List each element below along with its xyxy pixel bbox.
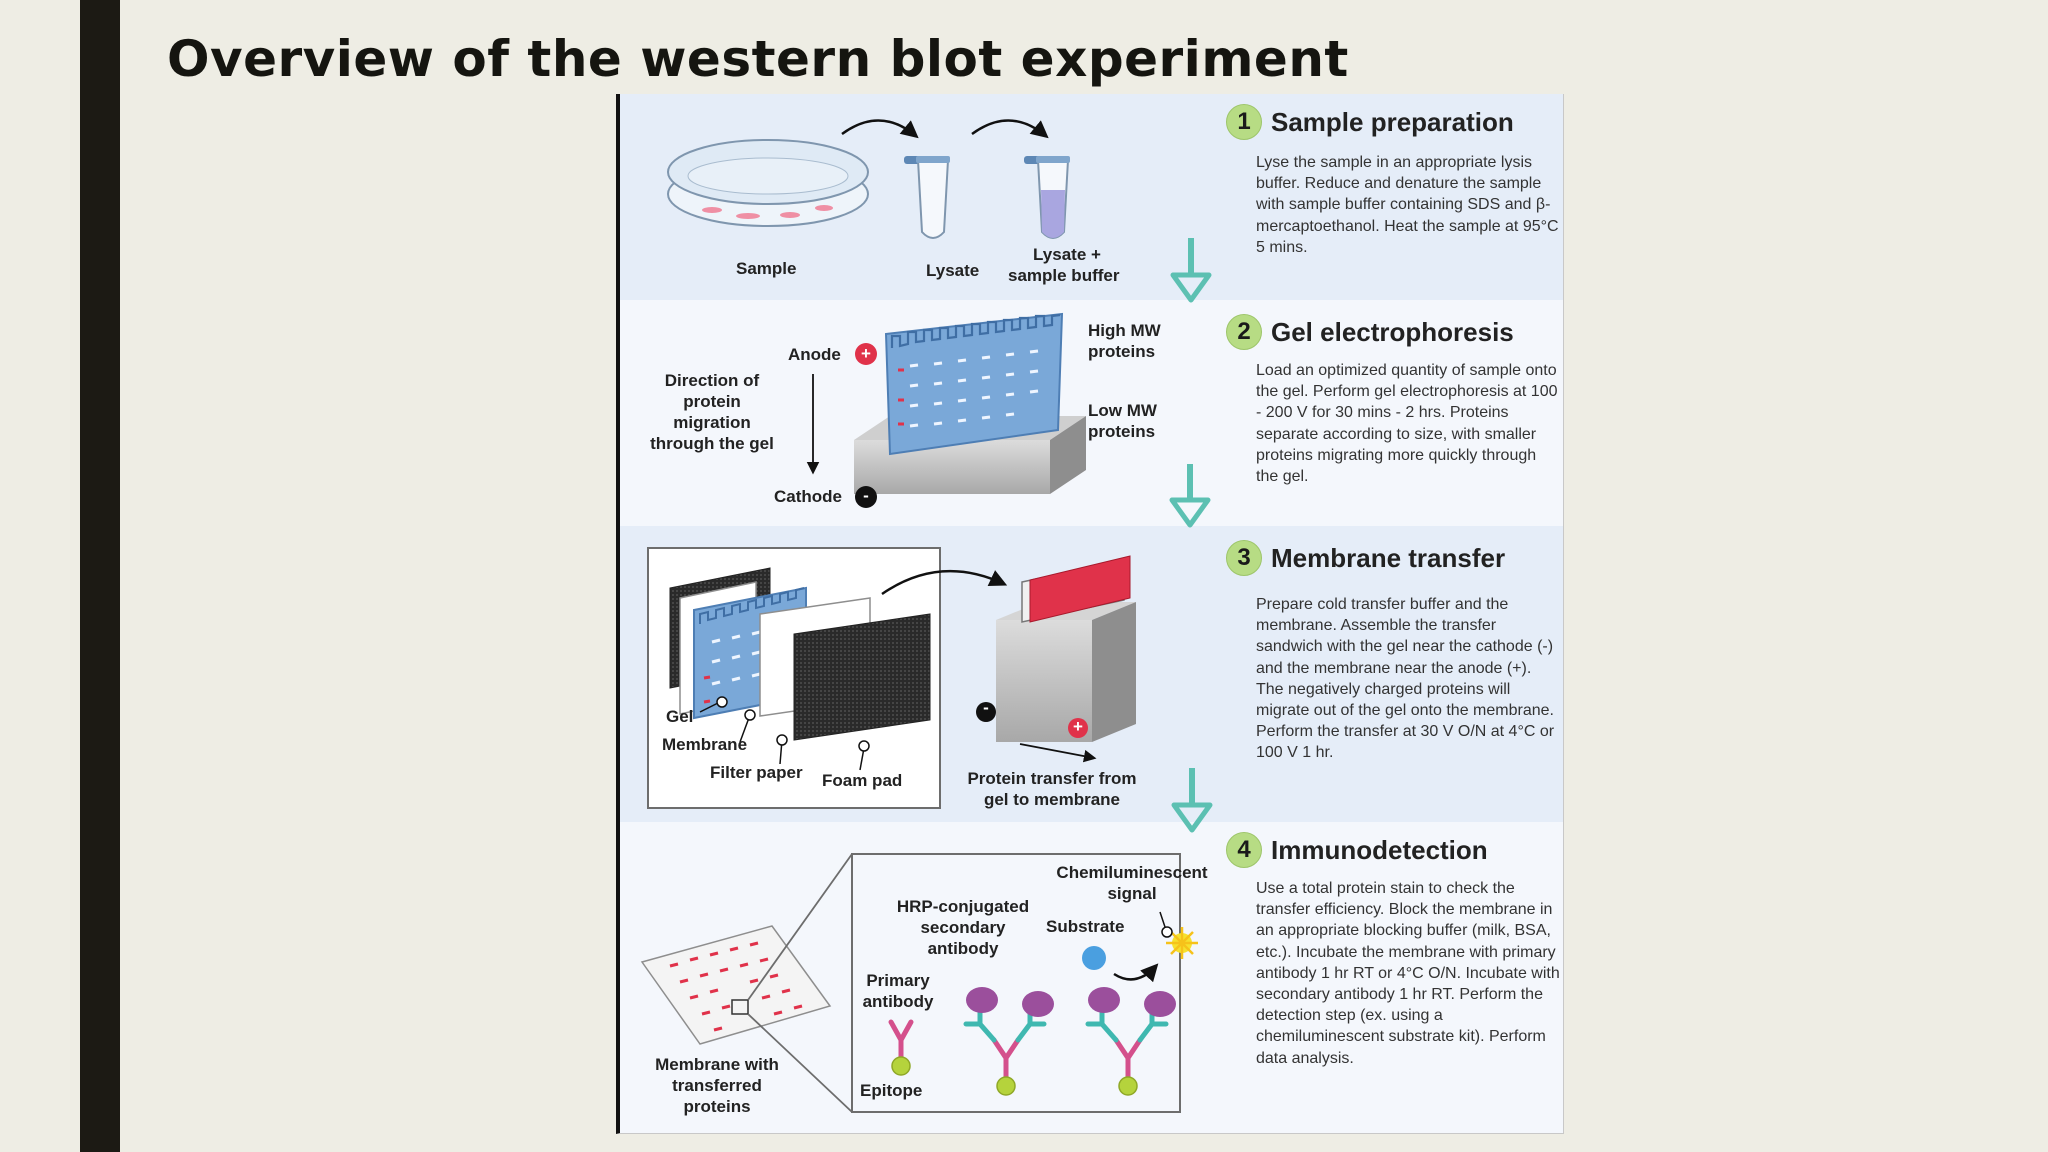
substrate-icon <box>1082 946 1106 970</box>
step-3-title: Membrane transfer <box>1271 542 1506 573</box>
label-cathode: Cathode <box>774 487 842 506</box>
label-lysate-buffer-line1: Lysate + <box>1033 245 1101 264</box>
transfer-anode-icon <box>1068 718 1088 738</box>
label-hrp-line3: antibody <box>927 939 999 958</box>
petri-dish <box>667 139 869 227</box>
primary-antibody-single <box>888 1019 914 1076</box>
cathode-minus-icon <box>855 486 877 508</box>
label-direction-line2: protein <box>683 392 741 411</box>
label-lysate-buffer: Lysate + sample buffer <box>1008 244 1119 286</box>
flow-arrow-2-head <box>1169 497 1211 528</box>
step-4-heading: 4 Immunodetection <box>1226 832 1488 868</box>
label-membrane-with-line2: transferred <box>672 1076 762 1095</box>
arrow-to-buffer <box>971 119 1049 139</box>
step-2-description: Load an optimized quantity of sample ont… <box>1256 362 1558 486</box>
label-membrane-with-line1: Membrane with <box>655 1055 779 1074</box>
step-2-badge: 2 <box>1226 314 1262 350</box>
step-3-badge: 3 <box>1226 540 1262 576</box>
step-2-heading: 2 Gel electrophoresis <box>1226 314 1514 350</box>
step-1-badge: 1 <box>1226 104 1262 140</box>
label-anode: Anode <box>788 345 841 364</box>
sidebar-accent-bar <box>80 0 120 1152</box>
chemi-pointer <box>1159 911 1173 938</box>
label-hrp-antibody: HRP-conjugated secondary antibody <box>888 896 1038 959</box>
sandwich-pointers <box>699 696 870 771</box>
step-1-description: Lyse the sample in an appropriate lysis … <box>1256 154 1559 256</box>
arrow-to-transfer-tank <box>881 569 1008 596</box>
cathode-sign: - <box>863 486 869 505</box>
label-lysate: Lysate <box>926 261 980 280</box>
label-transfer: Protein transfer from gel to membrane <box>964 768 1140 810</box>
label-hrp-line2: secondary <box>920 918 1006 937</box>
step-4-badge: 4 <box>1226 832 1262 868</box>
label-membrane-with-line3: proteins <box>683 1097 751 1116</box>
chemiluminescent-signal-icon <box>1166 927 1198 959</box>
zoom-lines <box>747 853 853 1113</box>
label-hrp-line1: HRP-conjugated <box>896 897 1030 916</box>
gel-slab <box>884 312 1064 456</box>
label-high-mw-line2: proteins <box>1088 342 1156 361</box>
label-foam-pad: Foam pad <box>822 771 903 790</box>
label-lysate-buffer-line2: sample buffer <box>1008 266 1120 285</box>
step-1-title: Sample preparation <box>1271 106 1514 137</box>
transfer-direction-arrow <box>1019 743 1097 763</box>
anode-sign: + <box>861 344 871 363</box>
label-primary-antibody: Primary antibody <box>856 970 940 1012</box>
label-low-mw: Low MW proteins <box>1088 400 1157 442</box>
label-direction: Direction of protein migration through t… <box>642 370 782 454</box>
transfer-sandwich <box>669 567 931 741</box>
step-4-description: Use a total protein stain to check the t… <box>1256 880 1560 1067</box>
step-1-heading: 1 Sample preparation <box>1226 104 1514 140</box>
transfer-tank <box>996 555 1136 742</box>
label-high-mw: High MW proteins <box>1088 320 1161 362</box>
label-primary-line2: antibody <box>862 992 934 1011</box>
arrow-to-lysate <box>841 119 919 139</box>
transfer-cathode-icon <box>976 702 996 722</box>
transfer-cathode-sign: - <box>983 698 989 717</box>
secondary-antibody-complex-1 <box>963 987 1054 1096</box>
anode-plus-icon <box>855 343 877 365</box>
buffer-tube <box>1024 156 1070 239</box>
label-low-mw-line1: Low MW <box>1088 401 1157 420</box>
label-filter-paper: Filter paper <box>710 763 803 782</box>
flow-arrow-1-head <box>1170 272 1212 303</box>
step-2-band <box>620 300 1563 526</box>
step-4-title: Immunodetection <box>1271 834 1488 865</box>
western-blot-figure: 1 Sample preparation Lyse the sample in … <box>616 94 1564 1134</box>
label-high-mw-line1: High MW <box>1088 321 1161 340</box>
label-transfer-line2: gel to membrane <box>983 790 1121 809</box>
label-epitope: Epitope <box>860 1081 923 1100</box>
label-direction-line1: Direction of <box>664 371 760 390</box>
step-3-heading: 3 Membrane transfer <box>1226 540 1505 576</box>
label-membrane-with-proteins: Membrane with transferred proteins <box>652 1054 782 1117</box>
label-transfer-line1: Protein transfer from <box>967 769 1137 788</box>
label-chemiluminescent: Chemiluminescent signal <box>1050 862 1214 904</box>
diagram-artwork <box>640 119 1213 1113</box>
blot-membrane <box>640 925 832 1045</box>
label-chemi-line1: Chemiluminescent <box>1056 863 1208 882</box>
label-gel: Gel <box>666 707 694 726</box>
slide-title: Overview of the western blot experiment <box>167 30 1349 88</box>
label-chemi-line2: signal <box>1107 884 1157 903</box>
label-primary-line1: Primary <box>866 971 930 990</box>
label-direction-line4: through the gel <box>650 434 774 453</box>
label-substrate: Substrate <box>1046 917 1125 936</box>
label-low-mw-line2: proteins <box>1088 422 1156 441</box>
lysate-tube <box>904 156 950 239</box>
label-direction-line3: migration <box>673 413 751 432</box>
label-membrane: Membrane <box>662 735 748 754</box>
substrate-reaction-arrow <box>1113 963 1159 983</box>
secondary-antibody-complex-2 <box>1085 987 1176 1096</box>
flow-arrow-3-head <box>1171 802 1213 833</box>
step-3-description: Prepare cold transfer buffer and the mem… <box>1256 596 1555 762</box>
step-2-title: Gel electrophoresis <box>1271 316 1514 347</box>
label-sample: Sample <box>736 259 797 278</box>
transfer-anode-sign: + <box>1073 717 1083 736</box>
